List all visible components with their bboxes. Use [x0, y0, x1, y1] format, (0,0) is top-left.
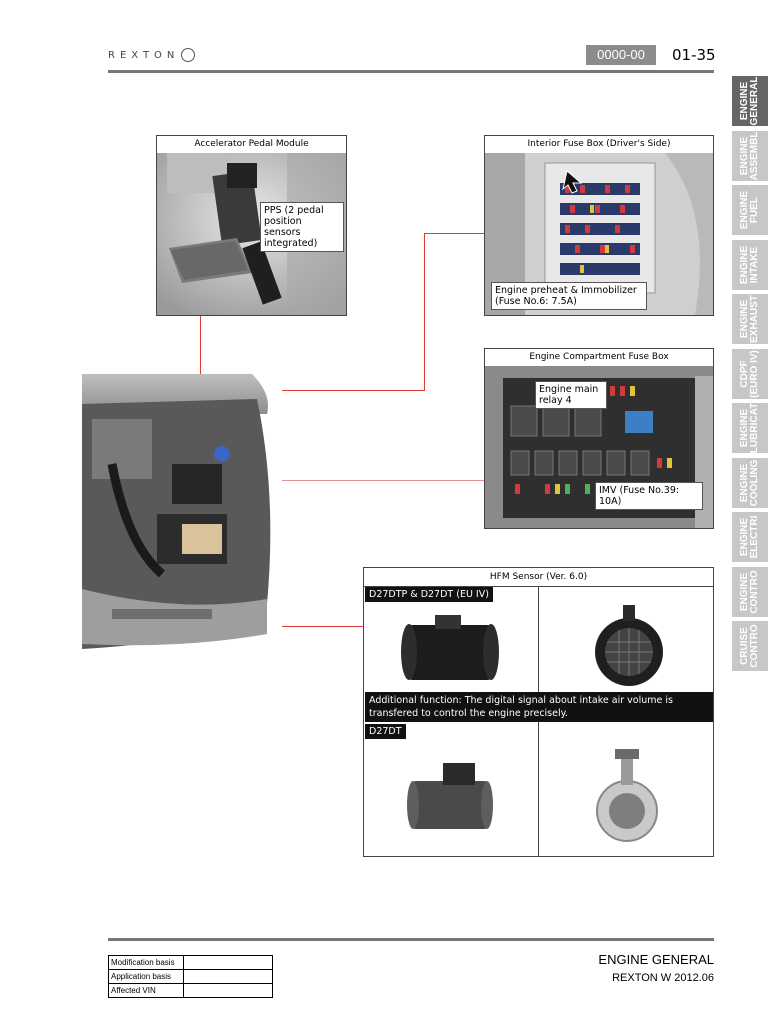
revision-value: [183, 955, 273, 970]
revision-label: Affected VIN: [108, 983, 184, 998]
engine-fuse-title: Engine Compartment Fuse Box: [485, 349, 713, 367]
hfm-photo-b-front: [365, 741, 537, 855]
main-relay-callout: Engine main relay 4: [535, 381, 607, 409]
chapter-tab-label: ENGINE COOLING: [739, 459, 760, 506]
pps-callout: PPS (2 pedal position sensors integrated…: [260, 202, 344, 252]
chapter-tab-label: ENGINE ELECTRI: [739, 515, 760, 559]
footer-model-date: REXTON W 2012.06: [612, 972, 714, 984]
variant-a-label: D27DTP & D27DT (EU IV): [365, 587, 493, 602]
chapter-tab[interactable]: ENGINE CONTRO: [732, 566, 768, 617]
hfm-photo-b-side: [539, 741, 713, 855]
hfm-photo-a-side: [539, 587, 713, 692]
engine-fuse-leader-line: [215, 480, 484, 481]
chapter-tab[interactable]: ENGINE COOLING: [732, 457, 768, 508]
interior-fuse-leader-line-v: [424, 233, 425, 391]
footer-divider: [108, 938, 714, 941]
revision-table: Modification basis Application basis Aff…: [108, 955, 273, 998]
pedal-module-title: Accelerator Pedal Module: [157, 136, 346, 154]
chapter-tab-label: CRUISE CONTRO: [739, 624, 760, 668]
section-code-badge: 0000-00: [586, 45, 656, 65]
pedal-module-panel: Accelerator Pedal Module PPS (2 pedal po…: [156, 135, 347, 316]
engine-bay-photo: [82, 374, 282, 654]
chapter-tab-label: CDPF (EURO IV): [739, 349, 760, 398]
chapter-tab-label: ENGINE LUBRICAT: [739, 402, 760, 454]
engine-fuse-panel: Engine Compartment Fuse Box Engine main …: [484, 348, 714, 529]
chapter-tab-label: ENGINE INTAKE: [739, 245, 760, 284]
brand-logo: REXTON: [108, 48, 196, 62]
interior-fuse-panel: Interior Fuse Box (Driver's Side): [484, 135, 714, 316]
revision-value: [183, 983, 273, 998]
chapter-tab-label: ENGINE EXHAUST: [739, 295, 760, 343]
page-number: 01-35: [672, 46, 716, 64]
chapter-tab-label: ENGINE CONTRO: [739, 569, 760, 614]
chapter-tab[interactable]: ENGINE INTAKE: [732, 239, 768, 290]
variant-b-label: D27DT: [365, 724, 406, 739]
hfm-sensor-panel: HFM Sensor (Ver. 6.0) D27DTP & D27DT (EU…: [363, 567, 714, 857]
interior-fuse-title: Interior Fuse Box (Driver's Side): [485, 136, 713, 154]
chapter-tab[interactable]: ENGINE EXHAUST: [732, 294, 768, 344]
chapter-tab-label: ENGINE FUEL: [739, 190, 760, 230]
revision-value: [183, 969, 273, 984]
interior-fuse-leader-line-h: [258, 390, 424, 391]
chapter-tab-label: ENGINE GENERAL: [739, 76, 760, 126]
revision-label: Modification basis: [108, 955, 184, 970]
pedal-leader-line: [200, 316, 201, 396]
chapter-tab[interactable]: ENGINE ELECTRI: [732, 512, 768, 562]
chapter-tab[interactable]: CDPF (EURO IV): [732, 348, 768, 399]
brand-wordmark: REXTON: [108, 50, 180, 61]
chapter-tab[interactable]: ENGINE ASSEMBL: [732, 130, 768, 181]
hfm-sensor-title: HFM Sensor (Ver. 6.0): [364, 568, 713, 587]
chapter-tab[interactable]: ENGINE GENERAL: [732, 76, 768, 126]
preheat-immobilizer-callout: Engine preheat & Immobilizer (Fuse No.6:…: [491, 282, 647, 310]
interior-fuse-leader-line-top: [424, 233, 484, 234]
brand-emblem-icon: [181, 48, 196, 62]
table-row: Modification basis: [108, 955, 273, 970]
header-divider: [108, 70, 714, 73]
imv-callout: IMV (Fuse No.39: 10A): [595, 482, 703, 510]
hfm-photo-a-front: [365, 587, 537, 692]
chapter-tab[interactable]: ENGINE LUBRICAT: [732, 403, 768, 453]
table-row: Affected VIN: [108, 983, 273, 998]
chapter-tab[interactable]: ENGINE FUEL: [732, 185, 768, 235]
additional-function-note: Additional function: The digital signal …: [365, 692, 713, 722]
footer-section-title: ENGINE GENERAL: [598, 952, 714, 967]
table-row: Application basis: [108, 969, 273, 984]
chapter-tab[interactable]: CRUISE CONTRO: [732, 621, 768, 671]
revision-label: Application basis: [108, 969, 184, 984]
chapter-tab-label: ENGINE ASSEMBL: [739, 131, 760, 180]
